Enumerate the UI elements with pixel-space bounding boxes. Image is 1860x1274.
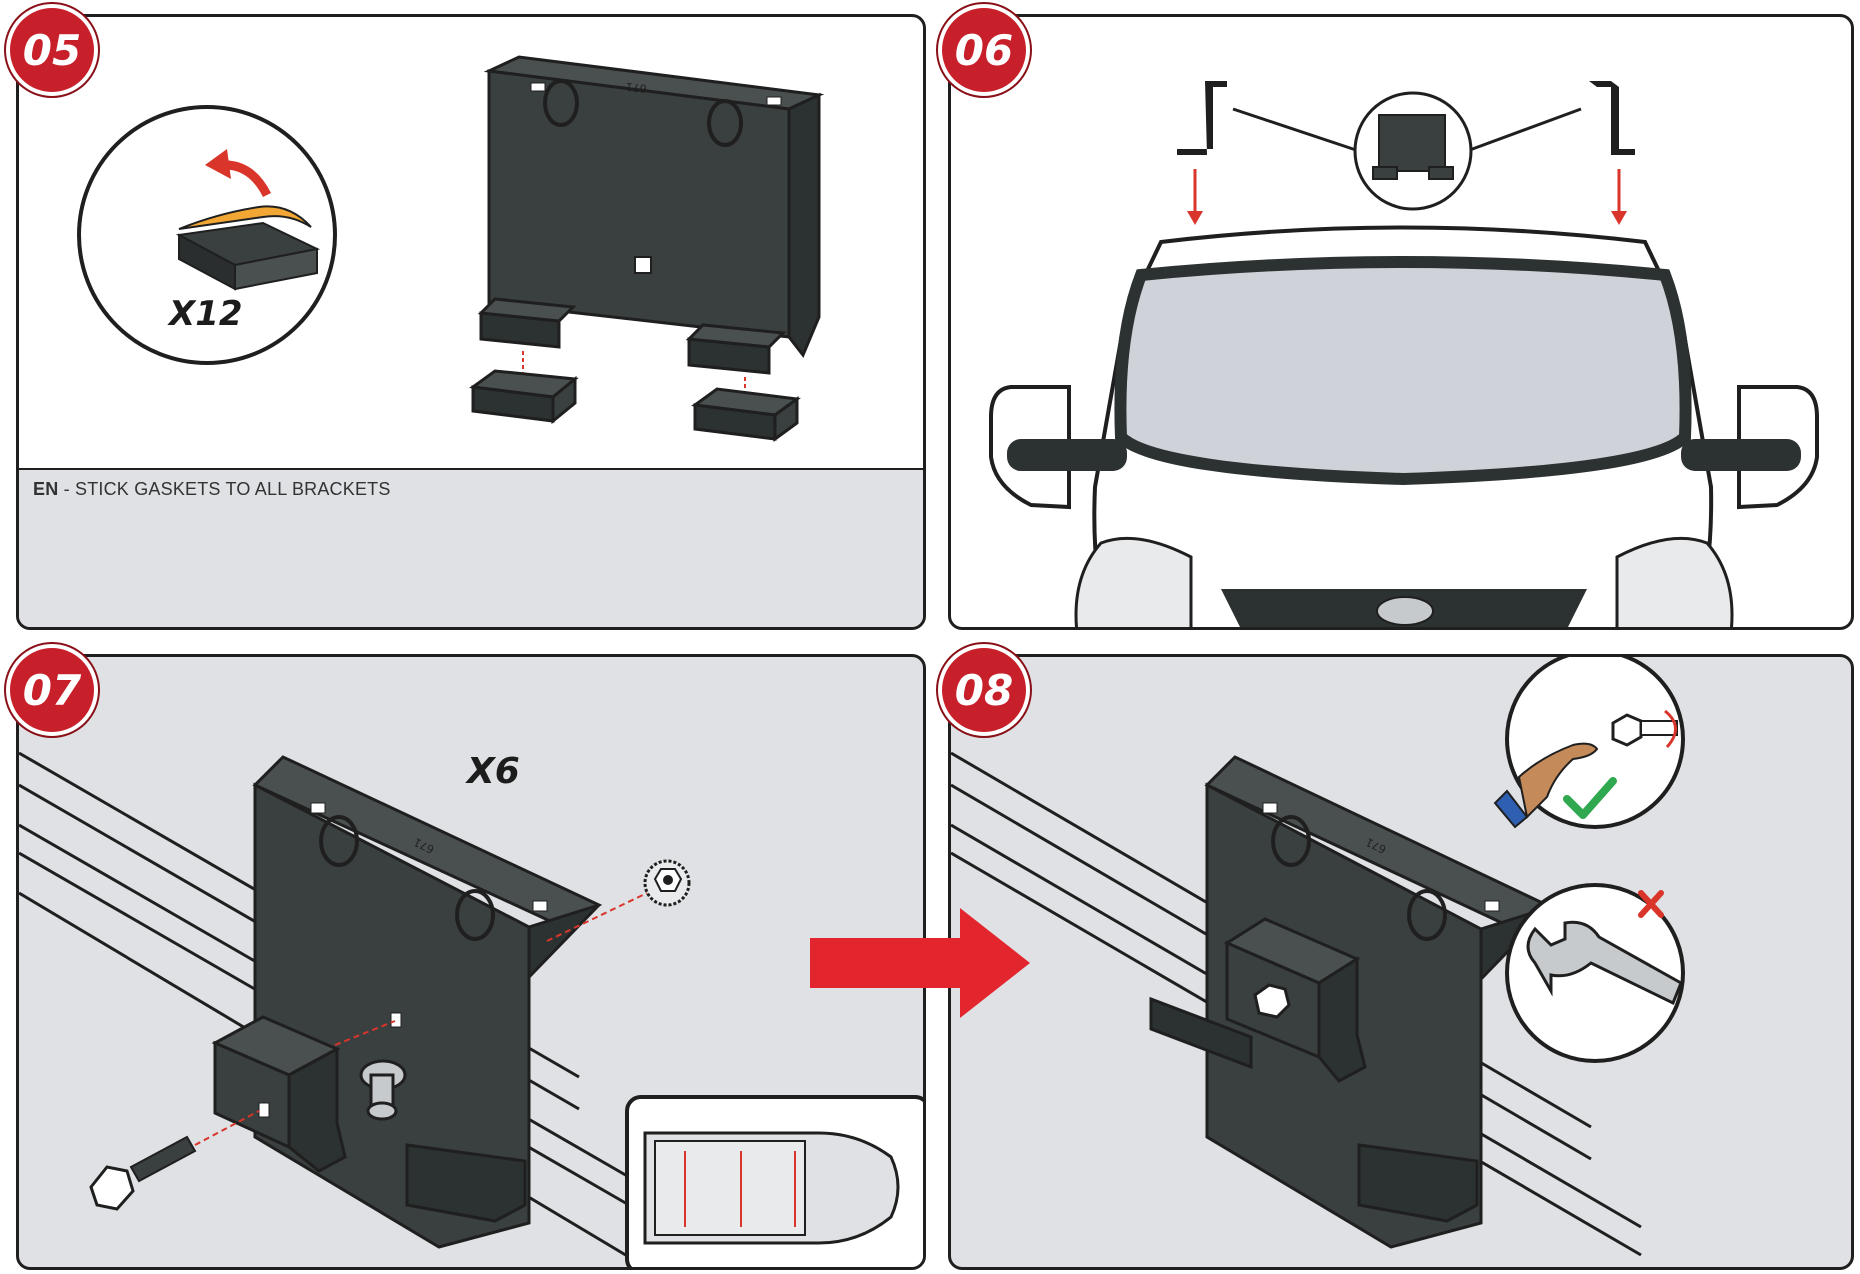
- caption-language: EN: [33, 479, 59, 499]
- gasket-pad-1: [469, 369, 579, 425]
- gasket-peel-icon: [77, 105, 337, 365]
- clamp-icon: [1223, 917, 1367, 1083]
- bracket-icon: 671: [477, 55, 825, 375]
- van-front-icon: [989, 225, 1819, 627]
- clamp-icon: [211, 1015, 347, 1173]
- step-05-badge: 05: [6, 4, 98, 96]
- bolt-icon: [89, 1135, 197, 1211]
- step-05-caption: EN - STICK GASKETS TO ALL BRACKETS: [33, 479, 391, 500]
- step-08-badge: 08: [938, 644, 1030, 736]
- bracket-zoom-icon: [1353, 91, 1473, 211]
- step-06-illustration: [989, 81, 1819, 627]
- hand-bolt-icon: [1493, 657, 1685, 829]
- roof-profile-left: [1177, 81, 1227, 155]
- gasket-multiplier: X12: [167, 294, 243, 334]
- step-07-badge: 07: [6, 644, 98, 736]
- step-07-illustration: 671: [19, 751, 923, 1267]
- step-07-panel: 671: [16, 654, 926, 1270]
- roof-profile-right: [1589, 81, 1635, 155]
- step-08-illustration: 671: [951, 657, 1685, 1257]
- caption-text: - STICK GASKETS TO ALL BRACKETS: [58, 479, 391, 499]
- cross-icon: [1638, 890, 1664, 918]
- bracket-mark: 671: [625, 80, 647, 95]
- step-05-illustration: X12 671: [19, 55, 923, 627]
- bracket-icon: 671: [252, 755, 603, 1249]
- step-06-panel: [948, 14, 1854, 630]
- step-06-badge: 06: [938, 4, 1030, 96]
- flange-nut-icon: [643, 859, 691, 907]
- check-icon: [1563, 777, 1617, 819]
- arrow-right-icon: [810, 908, 1030, 1018]
- t-slot-nut-icon: [359, 1059, 407, 1121]
- gasket-pad-2: [691, 387, 801, 442]
- van-top-icon: [625, 1095, 923, 1267]
- wrench-icon: [1505, 883, 1685, 1063]
- bracket-multiplier: X6: [467, 751, 520, 792]
- step-05-panel: X12 671 EN -: [16, 14, 926, 630]
- step-08-panel: 671: [948, 654, 1854, 1270]
